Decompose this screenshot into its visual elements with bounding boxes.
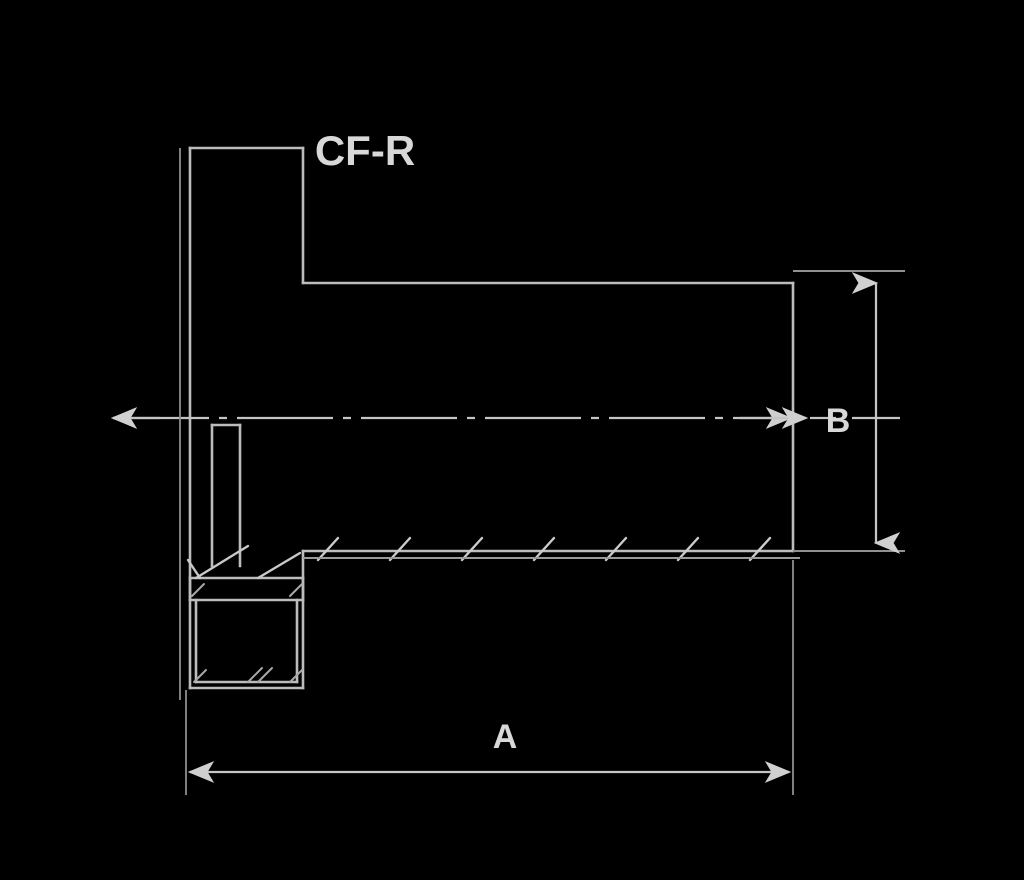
dimension-b-label: B xyxy=(826,402,851,440)
corner-tick-block-mid-b xyxy=(257,667,273,683)
thread-tick-4 xyxy=(532,536,556,562)
part-outline-group xyxy=(188,146,795,690)
chamfer-diagonal-right xyxy=(256,551,302,580)
corner-tick-block-mid-a xyxy=(247,667,263,683)
chamfer-leader-group xyxy=(186,544,302,580)
chamfer-diagonal-left xyxy=(194,544,250,580)
chamfer-short-tick xyxy=(186,558,202,580)
corner-tick-br xyxy=(289,583,303,597)
corner-tick-block-bl xyxy=(193,669,207,683)
thread-tick-6 xyxy=(676,536,700,562)
thread-hatch-group xyxy=(316,536,772,562)
dimension-a-label: A xyxy=(493,718,518,756)
corner-tick-bl xyxy=(191,583,205,597)
thread-tick-3 xyxy=(460,536,484,562)
dimension-a-group: A xyxy=(185,560,794,795)
thread-tick-1 xyxy=(316,536,340,562)
thread-tick-7 xyxy=(748,536,772,562)
thread-tick-2 xyxy=(388,536,412,562)
part-title-label: CF-R xyxy=(315,127,415,174)
dimension-b-group: B xyxy=(793,270,905,554)
corner-tick-block-br xyxy=(289,669,303,683)
corner-tick-group xyxy=(191,583,303,683)
thread-tick-5 xyxy=(604,536,628,562)
